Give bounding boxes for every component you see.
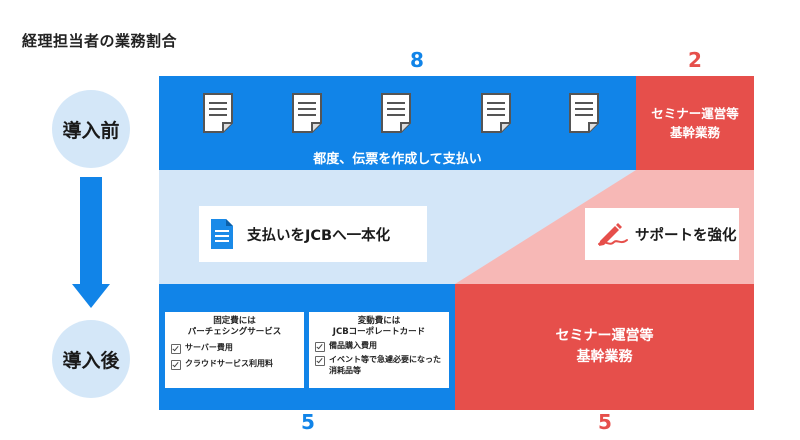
fixed-cost-card: 固定費には パーチェシングサービス サーバー費用 クラウドサービス利用料 (165, 312, 304, 388)
document-icon (381, 93, 411, 133)
after-core-block: セミナー運営等 基幹業務 (455, 284, 754, 410)
variable-cost-head1: 変動費には (357, 316, 401, 326)
down-arrow-icon (80, 177, 102, 285)
document-icon (481, 93, 511, 133)
after-red-line1: セミナー運営等 (555, 328, 654, 344)
checkbox-icon (315, 342, 325, 352)
document-lines-icon (211, 219, 233, 249)
list-item: イベント等で急遽必要になった消耗品等 (315, 355, 443, 376)
before-blue-value: 8 (410, 48, 424, 72)
before-blue-caption: 都度、伝票を作成して支払い (313, 152, 482, 167)
consolidate-text: 支払いをJCBへ一本化 (247, 227, 391, 244)
document-icon (569, 93, 599, 133)
list-item: 備品購入費用 (315, 341, 443, 352)
variable-cost-card: 変動費には JCBコーポレートカード 備品購入費用 イベント等で急遽必要になった… (309, 312, 449, 388)
document-icon (292, 93, 322, 133)
support-text: サポートを強化 (635, 227, 737, 244)
list-item: サーバー費用 (171, 343, 298, 354)
list-item: クラウドサービス利用料 (171, 359, 298, 370)
before-red-value: 2 (688, 48, 702, 72)
support-card: サポートを強化 (585, 208, 739, 260)
down-arrow-head-icon (72, 284, 110, 308)
consolidate-card: 支払いをJCBへ一本化 (199, 206, 427, 262)
after-label: 導入後 (52, 320, 130, 398)
fixed-cost-head2: パーチェシングサービス (187, 327, 282, 337)
after-red-value: 5 (598, 410, 612, 434)
diagram-title: 経理担当者の業務割合 (22, 32, 178, 50)
document-icon (203, 93, 233, 133)
after-red-line2: 基幹業務 (576, 349, 633, 365)
before-core-block: セミナー運営等 基幹業務 (636, 76, 754, 170)
after-blue-value: 5 (301, 410, 315, 434)
fixed-cost-head1: 固定費には (213, 316, 256, 326)
variable-cost-head2: JCBコーポレートカード (332, 327, 426, 337)
before-red-line2: 基幹業務 (669, 125, 720, 140)
checkbox-icon (171, 360, 181, 370)
pen-signature-icon (598, 223, 628, 246)
checkbox-icon (171, 344, 181, 354)
checkbox-icon (315, 356, 325, 366)
before-label: 導入前 (52, 90, 130, 168)
before-red-line1: セミナー運営等 (651, 106, 739, 121)
